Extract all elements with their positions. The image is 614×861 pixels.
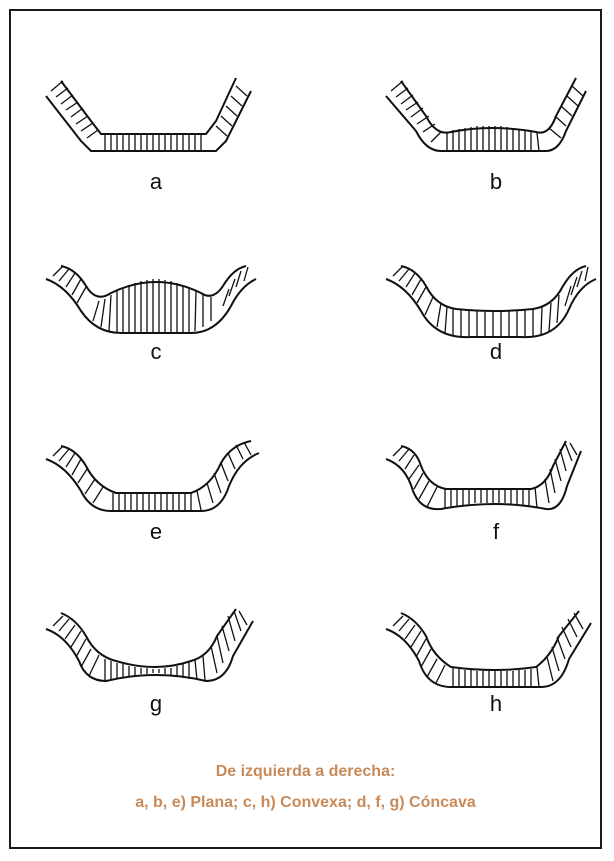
label-g: g bbox=[136, 693, 176, 715]
profile-a bbox=[41, 66, 271, 166]
profile-f-drawing bbox=[381, 431, 611, 531]
profile-a-drawing bbox=[41, 66, 271, 166]
profile-f bbox=[381, 431, 611, 531]
profile-b-drawing bbox=[381, 66, 611, 166]
label-e: e bbox=[136, 521, 176, 543]
profile-d bbox=[381, 251, 611, 351]
label-d: d bbox=[476, 341, 516, 363]
profile-c-drawing bbox=[41, 251, 271, 351]
label-c: c bbox=[136, 341, 176, 363]
figure-frame: a b c bbox=[9, 9, 602, 849]
label-h: h bbox=[476, 693, 516, 715]
caption-line-1: De izquierda a derecha: bbox=[11, 763, 600, 781]
caption-line-2: a, b, e) Plana; c, h) Convexa; d, f, g) … bbox=[11, 794, 600, 812]
label-f: f bbox=[476, 521, 516, 543]
profile-d-drawing bbox=[381, 251, 611, 351]
profile-c bbox=[41, 251, 271, 351]
label-b: b bbox=[476, 171, 516, 193]
profile-g bbox=[41, 601, 271, 701]
profile-h bbox=[381, 601, 611, 701]
profile-h-drawing bbox=[381, 601, 611, 701]
profile-e bbox=[41, 431, 271, 531]
label-a: a bbox=[136, 171, 176, 193]
profile-e-drawing bbox=[41, 431, 271, 531]
profile-b bbox=[381, 66, 611, 166]
profile-g-drawing bbox=[41, 601, 271, 701]
